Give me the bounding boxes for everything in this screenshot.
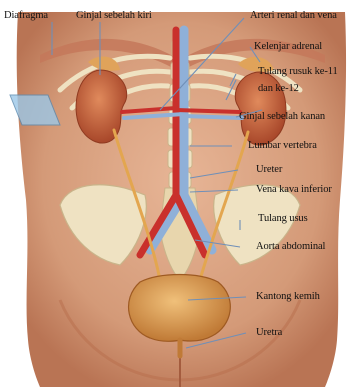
label-lumbar-vertebra: Lumbar vertebra [248,140,317,152]
label-vena-kava: Vena kava inferior [256,184,332,196]
bladder [129,275,231,342]
label-arteri-renal: Arteri renal dan vena [250,10,337,22]
label-ginjal-kanan: Ginjal sebelah kanan [239,111,325,123]
label-diafragma: Diafragma [4,10,48,22]
label-uretra: Uretra [256,327,282,339]
label-tulang-rusuk-1: Tulang rusuk ke-11 [258,66,338,78]
label-tulang-usus: Tulang usus [258,213,308,225]
label-tulang-rusuk-2: dan ke-12 [258,83,299,95]
label-aorta: Aorta abdominal [256,241,325,253]
label-ureter: Ureter [256,164,282,176]
label-kantong-kemih: Kantong kemih [256,291,320,303]
label-ginjal-kiri: Ginjal sebelah kiri [76,10,152,22]
label-kelenjar-adrenal: Kelenjar adrenal [254,41,322,53]
